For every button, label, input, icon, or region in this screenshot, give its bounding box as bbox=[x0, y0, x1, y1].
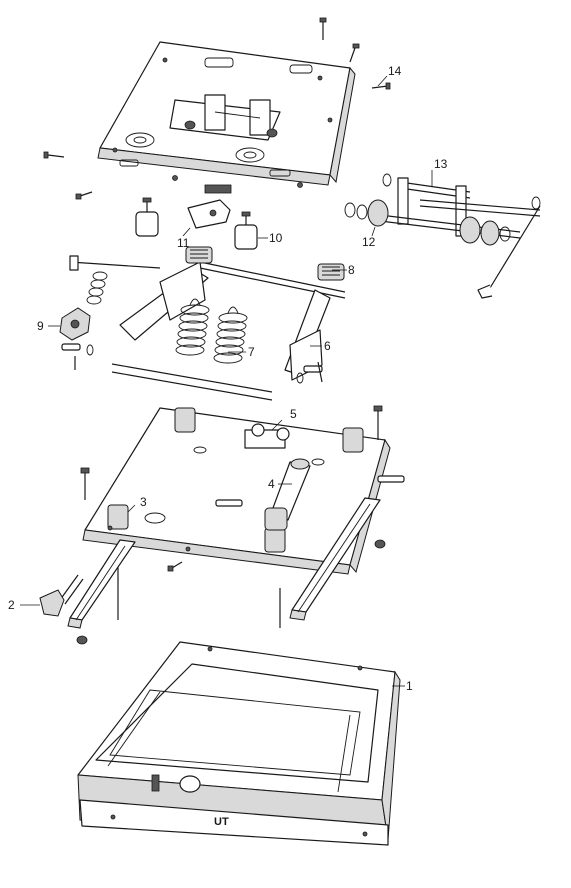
middle-base-plate bbox=[82, 407, 405, 575]
callout-12: 12 bbox=[362, 226, 376, 249]
spring-assembly bbox=[175, 298, 248, 364]
roller-shaft-assembly bbox=[344, 173, 541, 299]
weight-adjust-linkage bbox=[69, 255, 161, 305]
callout-5-label: 5 bbox=[290, 407, 297, 421]
callout-3: 3 bbox=[127, 495, 147, 513]
top-mounting-plate bbox=[43, 17, 391, 200]
callout-10-label: 10 bbox=[269, 231, 283, 245]
callout-2: 2 bbox=[8, 598, 40, 612]
slide-rail-left bbox=[67, 539, 136, 645]
scissor-frame bbox=[111, 261, 346, 401]
slide-rail-right bbox=[289, 497, 386, 621]
fore-aft-handle bbox=[39, 574, 84, 617]
pin-set bbox=[61, 343, 323, 384]
callout-13: 13 bbox=[431, 157, 448, 186]
adjustment-knob bbox=[59, 307, 91, 341]
callout-6: 6 bbox=[310, 339, 331, 353]
height-adjust-rocker-left bbox=[185, 246, 213, 264]
callout-14: 14 bbox=[377, 64, 402, 87]
callout-4-label: 4 bbox=[268, 477, 275, 491]
callout-5: 5 bbox=[271, 407, 297, 431]
base-stamp: UT bbox=[214, 816, 229, 828]
callout-11: 11 bbox=[177, 227, 191, 250]
callout-12-label: 12 bbox=[362, 235, 376, 249]
mounting-bolts bbox=[80, 405, 383, 628]
callout-8: 8 bbox=[332, 263, 355, 277]
callout-10: 10 bbox=[258, 231, 283, 245]
callout-4: 4 bbox=[268, 477, 292, 491]
callout-1-label: 1 bbox=[406, 679, 413, 693]
callout-3-label: 3 bbox=[140, 495, 147, 509]
callout-7: 7 bbox=[228, 345, 255, 359]
bump-stop-right bbox=[234, 211, 258, 250]
bump-stop-left bbox=[135, 197, 159, 237]
callout-9-label: 9 bbox=[37, 319, 44, 333]
base-housing: UT bbox=[77, 641, 401, 846]
callout-2-label: 2 bbox=[8, 598, 15, 612]
callout-9: 9 bbox=[37, 319, 60, 333]
callout-8-label: 8 bbox=[348, 263, 355, 277]
callout-14-label: 14 bbox=[388, 64, 402, 78]
cam-lever bbox=[187, 199, 231, 229]
callout-6-label: 6 bbox=[324, 339, 331, 353]
callout-1: 1 bbox=[392, 679, 413, 693]
callout-11-label: 11 bbox=[177, 236, 190, 250]
callout-7-label: 7 bbox=[248, 345, 255, 359]
height-adjust-rocker-right bbox=[317, 263, 345, 281]
callout-13-label: 13 bbox=[434, 157, 448, 171]
